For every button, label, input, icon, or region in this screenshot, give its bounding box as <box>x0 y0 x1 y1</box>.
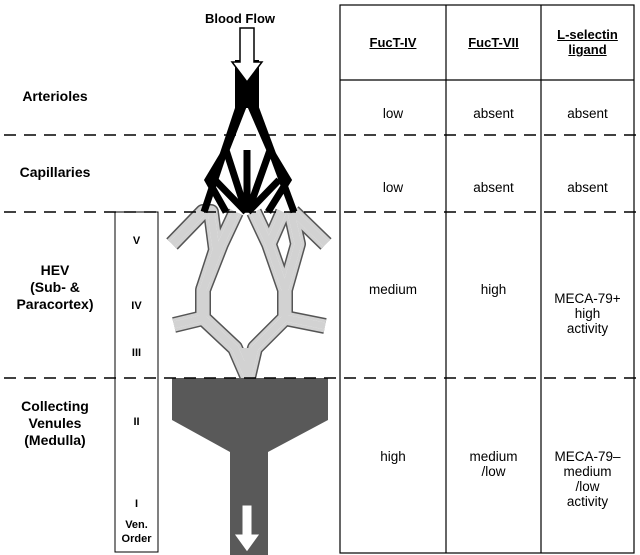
cell-collecting-l-selectin-line-3: /low <box>541 479 634 494</box>
hev-label-line-3: Paracortex) <box>0 296 110 313</box>
hev-label-line-2: (Sub- & <box>0 279 110 296</box>
header-l-selectin-line-1: L-selectin <box>541 27 634 42</box>
venule-order-ii: II <box>115 415 158 429</box>
cell-capillaries-fuct-iv: low <box>340 180 446 195</box>
region-label-hev: HEV (Sub- & Paracortex) <box>0 262 110 313</box>
header-fuct-vii: FucT-VII <box>446 35 541 50</box>
venule-order-iii: III <box>115 346 158 360</box>
venule-order-iv: IV <box>115 299 158 313</box>
cell-hev-l-selectin: MECA-79+ high activity <box>541 291 634 336</box>
cell-hev-l-selectin-line-3: activity <box>541 321 634 336</box>
cell-collecting-fuct-vii: medium /low <box>446 449 541 479</box>
cell-arterioles-l-selectin: absent <box>541 106 634 121</box>
region-label-collecting-venules: Collecting Venules (Medulla) <box>0 398 110 449</box>
cell-capillaries-l-selectin: absent <box>541 180 634 195</box>
cell-arterioles-fuct-vii: absent <box>446 106 541 121</box>
header-l-selectin-line-2: ligand <box>541 42 634 57</box>
hev-vessel-tree <box>172 212 326 378</box>
cell-collecting-fuct-vii-line-2: /low <box>446 464 541 479</box>
cell-collecting-l-selectin-line-4: activity <box>541 494 634 509</box>
venule-order-v: V <box>115 234 158 248</box>
blood-flow-label: Blood Flow <box>180 10 300 27</box>
region-label-arterioles: Arterioles <box>0 88 110 105</box>
cell-hev-fuct-iv: medium <box>340 282 446 297</box>
venule-order-caption-line-1: Ven. <box>115 518 158 532</box>
venule-order-caption: Ven. Order <box>115 518 158 546</box>
region-label-capillaries: Capillaries <box>0 164 110 181</box>
arterial-capillary-tree <box>204 60 294 212</box>
cell-collecting-l-selectin-line-1: MECA-79– <box>541 449 634 464</box>
cell-hev-fuct-vii: high <box>446 282 541 297</box>
cell-collecting-l-selectin: MECA-79– medium /low activity <box>541 449 634 509</box>
collecting-label-line-3: (Medulla) <box>0 432 110 449</box>
venule-order-i: I <box>115 497 158 511</box>
cell-hev-l-selectin-line-1: MECA-79+ <box>541 291 634 306</box>
cell-hev-l-selectin-line-2: high <box>541 306 634 321</box>
cell-capillaries-fuct-vii: absent <box>446 180 541 195</box>
venule-order-caption-line-2: Order <box>115 532 158 546</box>
header-fuct-iv: FucT-IV <box>340 35 446 50</box>
cell-collecting-fuct-vii-line-1: medium <box>446 449 541 464</box>
cell-collecting-l-selectin-line-2: medium <box>541 464 634 479</box>
cell-collecting-fuct-iv: high <box>340 449 446 464</box>
collecting-label-line-2: Venules <box>0 415 110 432</box>
hev-label-line-1: HEV <box>0 262 110 279</box>
cell-arterioles-fuct-iv: low <box>340 106 446 121</box>
collecting-label-line-1: Collecting <box>0 398 110 415</box>
header-l-selectin-ligand: L-selectin ligand <box>541 27 634 57</box>
